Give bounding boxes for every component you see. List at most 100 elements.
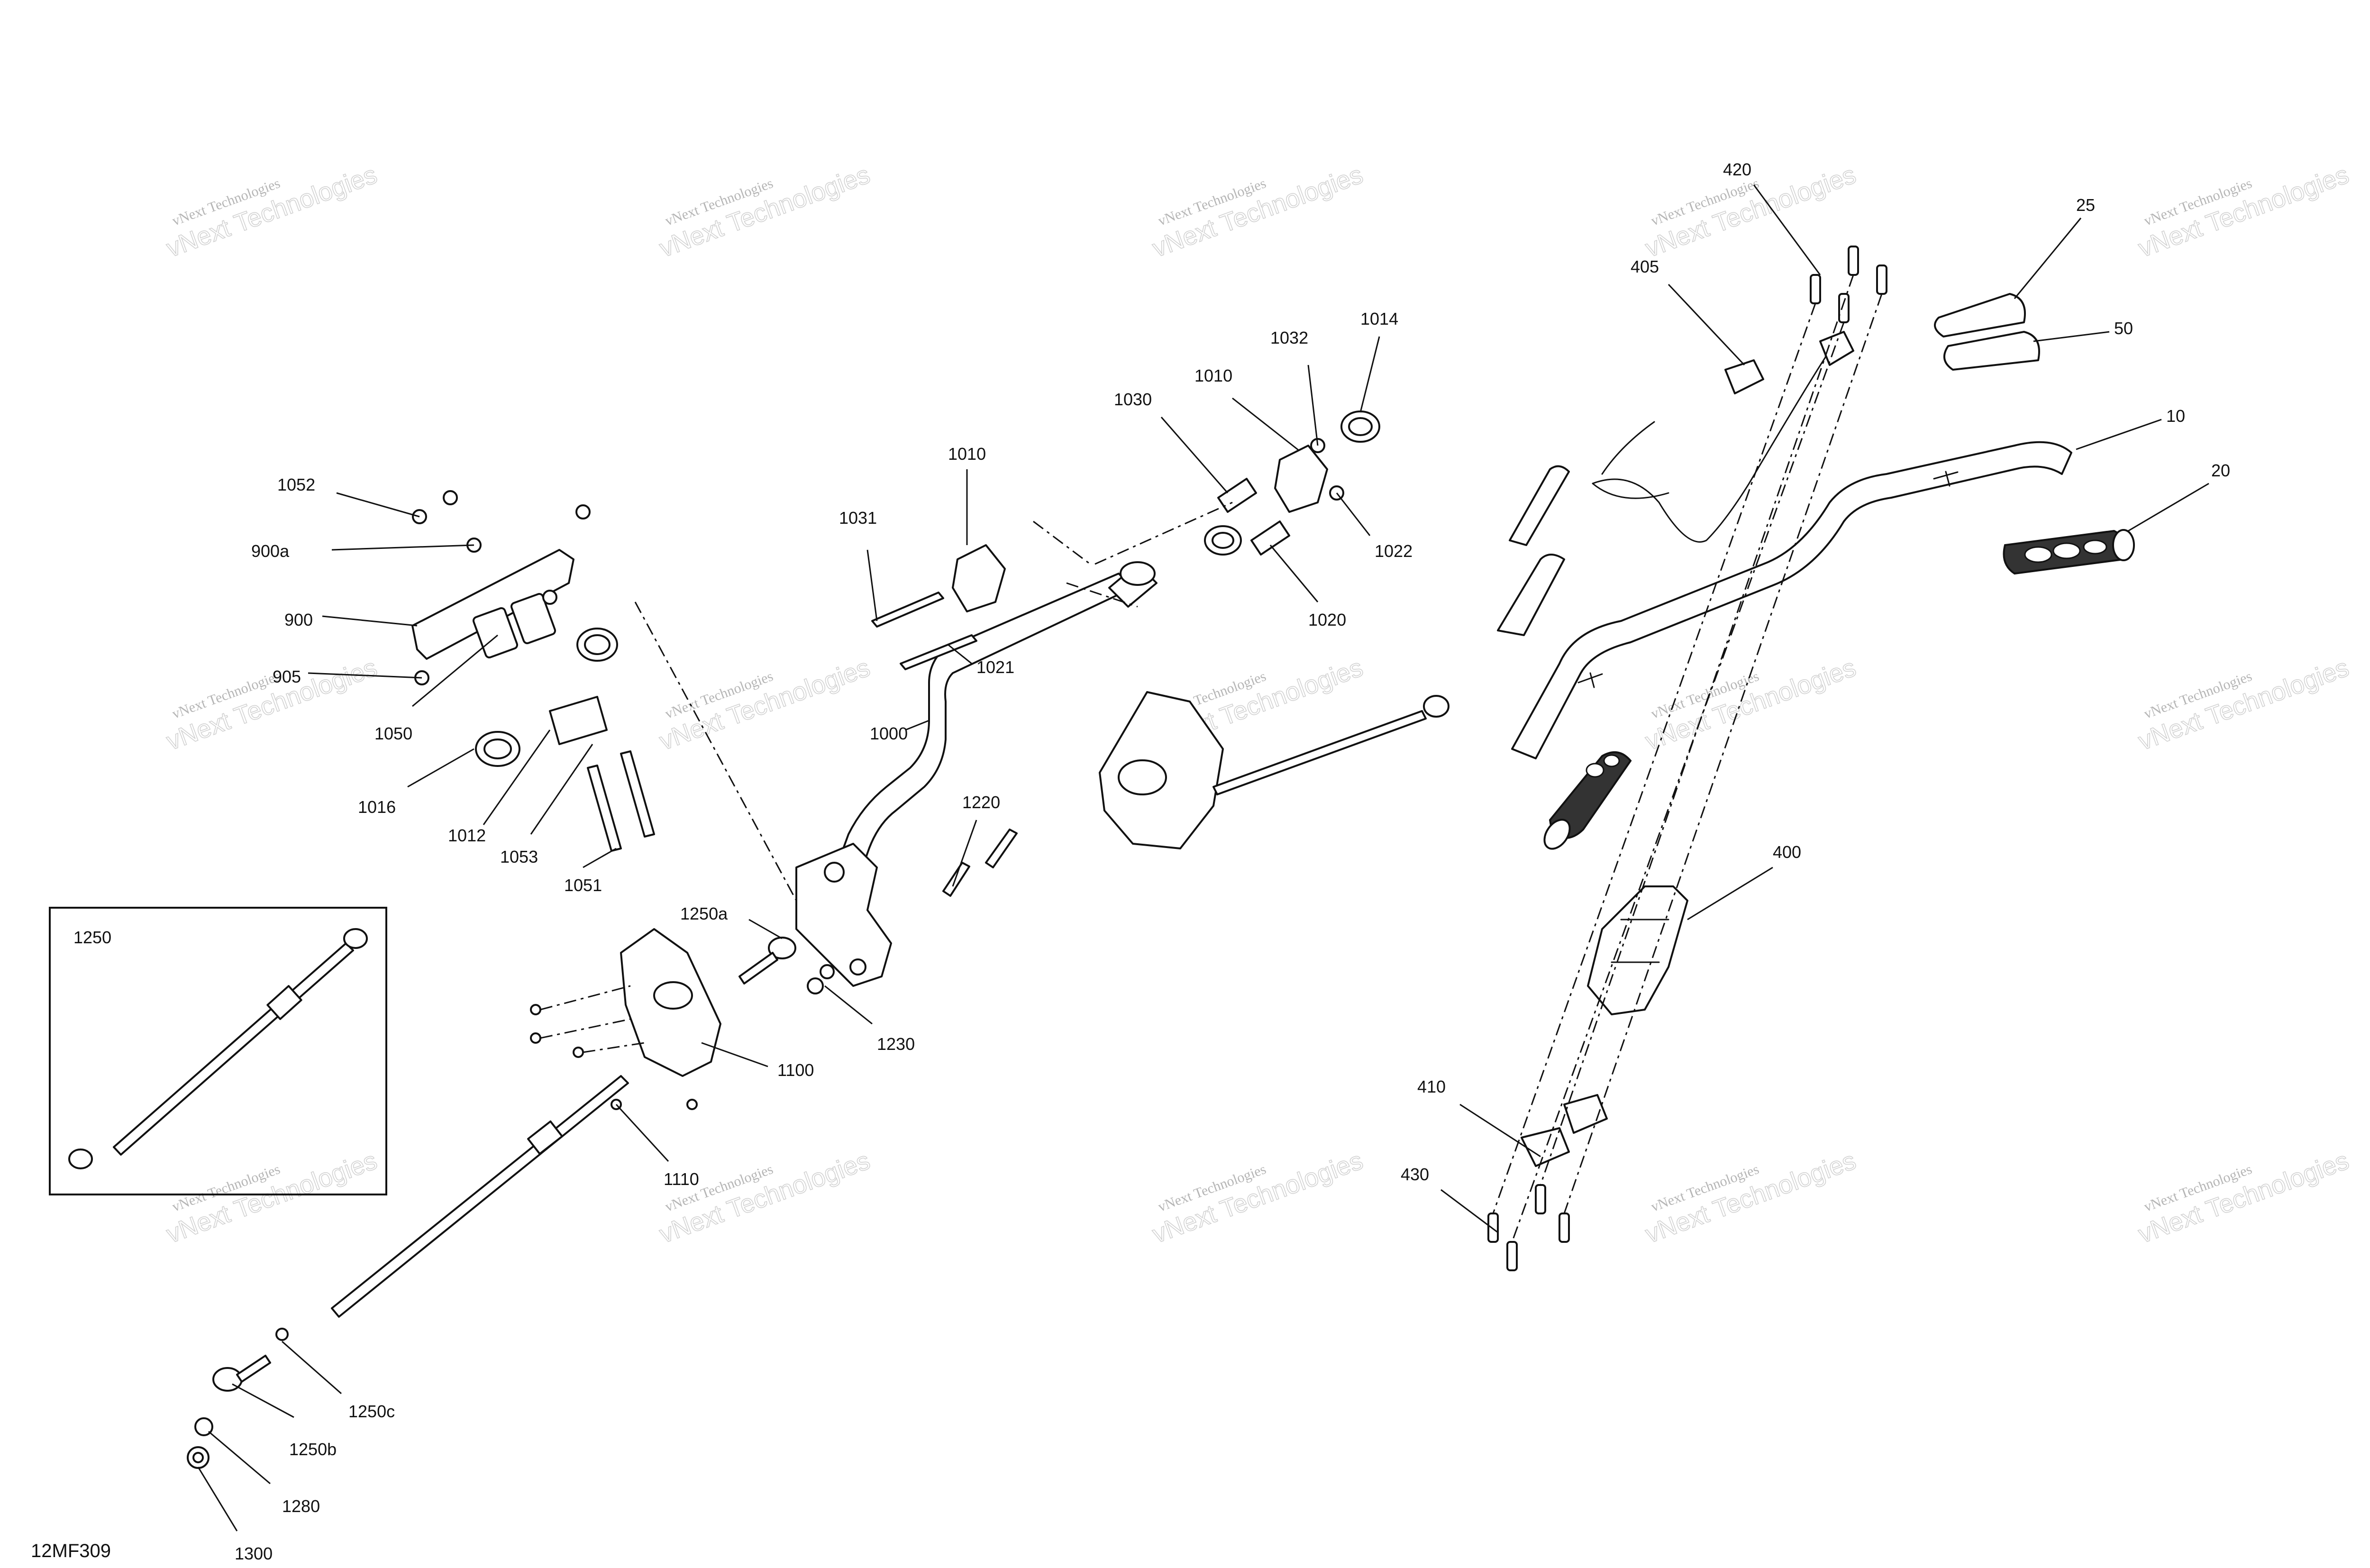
- washer-1280: [194, 1417, 213, 1436]
- jam-nut-1250c: [275, 1328, 289, 1341]
- callout-905: 905: [273, 667, 301, 686]
- callout-410: 410: [1417, 1077, 1446, 1096]
- callout-1051: 1051: [564, 875, 602, 895]
- inset-rod-end-bottom: [68, 1149, 93, 1169]
- bushing-1030: [1217, 478, 1257, 513]
- watermark-r1c1: vNext Technologies vNext Technologies: [163, 160, 381, 263]
- watermark-r3c2: vNext Technologies vNext Technologies: [656, 1146, 874, 1249]
- callout-1052: 1052: [277, 475, 315, 494]
- bolt-420-c: [1838, 293, 1850, 323]
- screw-1100-d: [686, 1099, 698, 1110]
- callout-900a: 900a: [251, 541, 290, 561]
- alignment-line: [1492, 303, 1816, 1214]
- steering-arm: [795, 843, 892, 987]
- riser-block: [1587, 885, 1688, 1015]
- screw-1100-c: [573, 1047, 584, 1058]
- bolt-430-a: [1487, 1212, 1499, 1243]
- watermark-r1c2: vNext Technologies vNext Technologies: [656, 160, 874, 263]
- watermark-r3c1: vNext Technologies vNext Technologies: [163, 1146, 381, 1249]
- callout-1016: 1016: [358, 797, 396, 817]
- callout-1050: 1050: [374, 724, 412, 743]
- center-tie-rod: [1212, 710, 1427, 795]
- inset-label: 1250: [73, 928, 111, 947]
- bushing-1050-b: [510, 593, 556, 645]
- callout-20: 20: [2211, 461, 2230, 480]
- callout-1032: 1032: [1270, 328, 1308, 347]
- steering-column: [411, 410, 1380, 987]
- bushing-1020: [1250, 520, 1290, 556]
- arm-hole: [824, 862, 845, 883]
- watermark-r1c3: vNext Technologies vNext Technologies: [1149, 160, 1367, 263]
- lower-clamp-right: [1563, 1094, 1608, 1134]
- nut-inner: [192, 1452, 204, 1463]
- grip-sleeve-50: [1943, 331, 2040, 371]
- callout-405: 405: [1631, 257, 1659, 276]
- callout-900: 900: [284, 610, 313, 629]
- callout-1230: 1230: [877, 1034, 915, 1054]
- bushing-1050-a: [472, 607, 519, 659]
- alignment-line: [1563, 293, 1883, 1214]
- center-rod-end: [1423, 695, 1449, 718]
- watermark-r3c5: vNext Technologies vNext Technologies: [2134, 1146, 2353, 1249]
- alignment-line: [540, 985, 645, 1053]
- bolt-1220-b: [985, 829, 1018, 868]
- callout-25: 25: [2076, 195, 2095, 215]
- grip-sleeve-25: [1934, 293, 2026, 337]
- watermark-r2c5: vNext Technologies vNext Technologies: [2134, 653, 2353, 756]
- bolt-420-b: [1848, 246, 1859, 276]
- arm-hole: [849, 958, 866, 975]
- callout-1020: 1020: [1308, 610, 1346, 629]
- callout-1053: 1053: [500, 847, 538, 866]
- tie-rod-sleeve: [527, 1120, 563, 1155]
- bolt-1051-b: [620, 750, 655, 838]
- left-grip-tube-2: [1509, 465, 1570, 546]
- callout-1220: 1220: [962, 793, 1000, 812]
- bolt-420-d: [1876, 264, 1887, 295]
- callout-1250b: 1250b: [289, 1440, 337, 1459]
- rod-end-shank: [236, 1355, 271, 1383]
- nut-1052-b: [443, 490, 458, 505]
- tie-rod: [331, 1075, 629, 1318]
- upper-clamp-right: [1819, 331, 1854, 366]
- bolt-1031: [871, 592, 944, 628]
- right-grip: [2003, 529, 2135, 575]
- rod-end-1250a-shank: [738, 952, 778, 985]
- bolt-430-c: [1535, 1184, 1546, 1214]
- nut-900a-b: [575, 504, 591, 520]
- handlebar-tube: [1511, 441, 2072, 759]
- callout-400: 400: [1773, 842, 1801, 862]
- washer-1230: [807, 977, 824, 994]
- callout-1300: 1300: [235, 1544, 273, 1563]
- inset-tie-rod: [113, 942, 354, 1156]
- bolt-420-a: [1810, 274, 1821, 304]
- watermark-r3c3: vNext Technologies vNext Technologies: [1149, 1146, 1367, 1249]
- callout-1022: 1022: [1375, 541, 1413, 561]
- callout-1100: 1100: [777, 1060, 814, 1080]
- alignment-line: [1033, 501, 1233, 565]
- bracket-900: [411, 549, 574, 660]
- screw-1100-b: [530, 1032, 541, 1044]
- callout-1031: 1031: [839, 508, 877, 528]
- nut-1230: [820, 964, 835, 979]
- callout-420: 420: [1723, 160, 1751, 179]
- watermark-r1c5: vNext Technologies vNext Technologies: [2134, 160, 2353, 263]
- gearbox-port: [653, 981, 693, 1010]
- column-top-end: [1120, 561, 1156, 586]
- bearing-housing: [1274, 445, 1328, 513]
- callout-1250c: 1250c: [348, 1402, 395, 1421]
- inset-sleeve: [266, 985, 302, 1020]
- callout-1012: 1012: [448, 826, 486, 845]
- callouts: 10 20 25 50 400 405 410 420 430 900 900a…: [235, 160, 2230, 1563]
- ring-inner: [1348, 417, 1373, 436]
- rod-end-1250a: [768, 937, 796, 959]
- callout-1021: 1021: [976, 657, 1014, 677]
- seal-inner: [584, 634, 611, 655]
- callout-1010-left: 1010: [948, 444, 986, 464]
- half-bushing-1012: [549, 696, 608, 745]
- callout-1030: 1030: [1114, 390, 1152, 409]
- inset-frame: [49, 907, 387, 1195]
- bolt-430-b: [1506, 1241, 1518, 1271]
- washer-905-b: [542, 590, 557, 605]
